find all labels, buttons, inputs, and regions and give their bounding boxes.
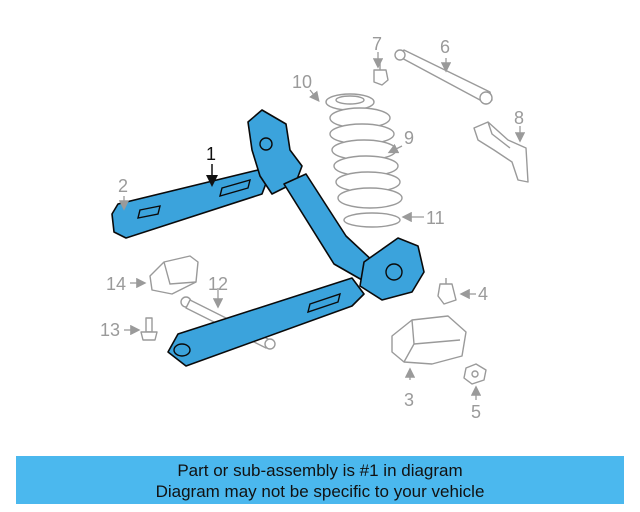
info-banner: Part or sub-assembly is #1 in diagram Di… bbox=[16, 456, 624, 504]
callout-8: 8 bbox=[514, 108, 524, 128]
callout-13: 13 bbox=[100, 320, 120, 340]
banner-line-1: Part or sub-assembly is #1 in diagram bbox=[177, 461, 463, 480]
spring-seat-part-10 bbox=[325, 93, 375, 111]
callout-7: 7 bbox=[372, 34, 382, 54]
callout-9: 9 bbox=[404, 128, 414, 148]
leader-9 bbox=[387, 143, 403, 154]
callout-10: 10 bbox=[292, 72, 312, 92]
bolt-part-4 bbox=[437, 278, 457, 305]
insulator-part-11 bbox=[343, 212, 401, 228]
parts-diagram: 1 2 3 4 5 6 7 8 9 10 11 12 13 14 bbox=[100, 34, 529, 422]
rear-axle-part-1 bbox=[111, 109, 425, 367]
callout-12: 12 bbox=[208, 274, 228, 294]
nut-part-5 bbox=[463, 363, 487, 385]
callout-6: 6 bbox=[440, 37, 450, 57]
callout-1: 1 bbox=[206, 144, 216, 164]
callout-11: 11 bbox=[426, 208, 445, 228]
bracket-part-3 bbox=[391, 315, 467, 365]
callout-2: 2 bbox=[118, 176, 128, 196]
bolt-part-13 bbox=[140, 317, 158, 341]
callout-4: 4 bbox=[478, 284, 488, 304]
bolt-part-7 bbox=[373, 60, 389, 86]
bracket-part-8 bbox=[473, 121, 529, 183]
bracket-part-14 bbox=[149, 255, 199, 295]
banner-line-2: Diagram may not be specific to your vehi… bbox=[155, 482, 485, 501]
callout-3: 3 bbox=[404, 390, 414, 410]
callout-14: 14 bbox=[106, 274, 126, 294]
lateral-link-part-6 bbox=[394, 49, 493, 105]
leader-10 bbox=[309, 89, 320, 103]
coil-spring-part-9 bbox=[329, 107, 403, 209]
callout-5: 5 bbox=[471, 402, 481, 422]
